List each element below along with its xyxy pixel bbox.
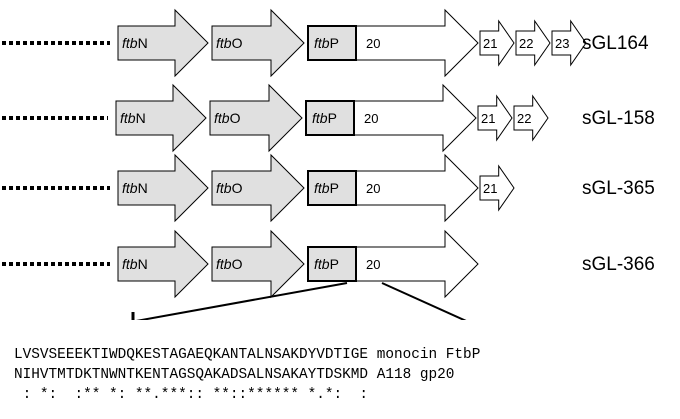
- gene-label-ftbn: ftbN: [122, 256, 148, 272]
- gene-arrow-21: [477, 94, 513, 142]
- zoom-line-left: [136, 282, 348, 320]
- gene-arrow-22: [515, 19, 551, 67]
- gene-arrow-21: [479, 19, 515, 67]
- gene-arrow-ftbn: [117, 8, 209, 78]
- gene-arrow-23: [551, 19, 587, 67]
- alignment-line-gp20: NIHVTMTDKTNWNTKENTAGSQAKADSALNSAKAYTDSKM…: [14, 367, 455, 383]
- gene-label-23: 23: [555, 36, 569, 51]
- strain-label: sGL-365: [582, 178, 655, 199]
- gene-label-ftbo: ftbO: [216, 180, 243, 196]
- gene-cluster-diagram: ftbN ftbO ftbP 20 21 22 23 sGL164 ftbN ftbO ftbP 20…: [2, 8, 655, 320]
- gene-label-21: 21: [483, 36, 497, 51]
- gene-label-21: 21: [481, 111, 495, 126]
- gene-arrow-ftbn: [117, 229, 209, 299]
- gene-arrow-21: [479, 164, 515, 212]
- gene-label-ftbp: ftbP: [314, 35, 339, 51]
- gene-box-ftbp: [305, 100, 355, 136]
- gene-row-sgl-158: ftbN ftbO ftbP 20 21 22 sGL-158: [2, 83, 655, 153]
- gene-label-ftbp: ftbP: [312, 110, 337, 126]
- alignment-consensus: : *: :** *: **.***:: **::****** *.*: :: [14, 387, 369, 403]
- gene-arrow-ftbo: [211, 229, 305, 299]
- gene-row-sgl-365: ftbN ftbO ftbP 20 21 sGL-365: [2, 153, 655, 223]
- gene-label-20: 20: [364, 111, 378, 126]
- gene-label-20: 20: [366, 257, 380, 272]
- gene-label-ftbn: ftbN: [120, 110, 146, 126]
- gene-box-ftbp: [307, 170, 357, 206]
- gene-row-sgl164: ftbN ftbO ftbP 20 21 22 23 sGL164: [2, 8, 649, 78]
- strain-label: sGL164: [582, 33, 649, 54]
- gene-arrow-ftbn: [115, 83, 207, 153]
- strain-label: sGL-158: [582, 108, 655, 129]
- gene-label-ftbp: ftbP: [314, 180, 339, 196]
- gene-arrow-22: [513, 94, 549, 142]
- gene-row-sgl-366: ftbN ftbO ftbP 20 sGL-366: [2, 229, 655, 299]
- gene-arrow-ftbn: [117, 153, 209, 223]
- zoom-line-right: [381, 282, 467, 320]
- gene-box-ftbp: [307, 246, 357, 282]
- gene-label-ftbo: ftbO: [216, 35, 243, 51]
- gene-label-ftbn: ftbN: [122, 180, 148, 196]
- gene-arrow-ftbo: [211, 8, 305, 78]
- gene-arrow-ftbo: [209, 83, 303, 153]
- gene-label-20: 20: [366, 36, 380, 51]
- gene-label-ftbo: ftbO: [216, 256, 243, 272]
- mutation-arrow: [131, 312, 135, 320]
- gene-box-ftbp: [307, 25, 357, 61]
- gene-label-21: 21: [483, 181, 497, 196]
- gene-label-22: 22: [517, 111, 531, 126]
- gene-label-20: 20: [366, 181, 380, 196]
- gene-label-ftbp: ftbP: [314, 256, 339, 272]
- gene-arrow-ftbo: [211, 153, 305, 223]
- gene-label-22: 22: [519, 36, 533, 51]
- strain-label: sGL-366: [582, 254, 655, 275]
- gene-label-ftbo: ftbO: [214, 110, 241, 126]
- alignment-line-ftbp: LVSVSEEEKTIWDQKESTAGAEQKANTALNSAKDYVDTIG…: [14, 347, 481, 363]
- zoom-lines: [136, 282, 467, 320]
- gene-label-ftbn: ftbN: [122, 35, 148, 51]
